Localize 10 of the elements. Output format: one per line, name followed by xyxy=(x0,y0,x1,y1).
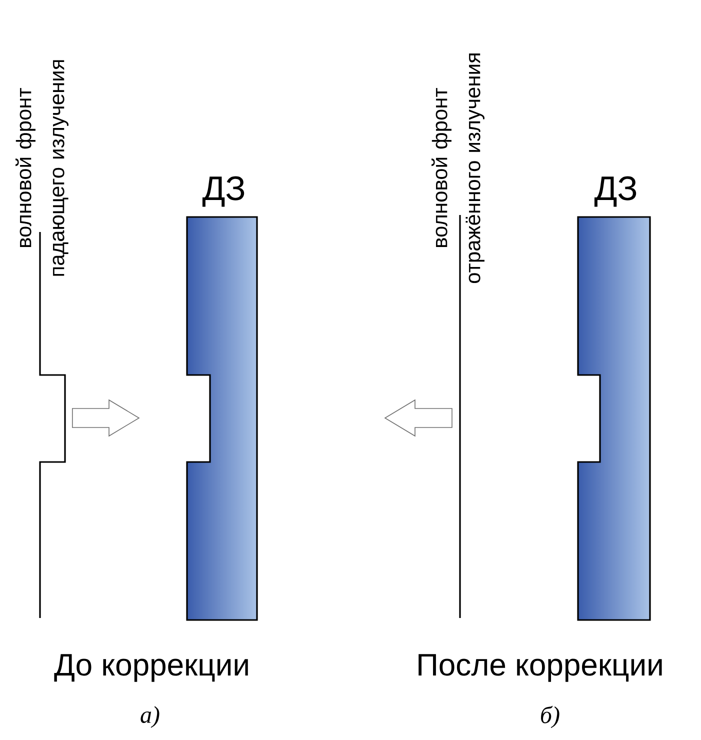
panel-caption: После коррекции xyxy=(418,654,662,682)
mirror-label: ДЗ xyxy=(202,176,244,207)
panel-letter: а) xyxy=(140,706,160,728)
block-arrow xyxy=(384,399,452,437)
wavefront-label: волновой фронт отражённого излучения xyxy=(432,54,484,284)
mirror-label: ДЗ xyxy=(594,176,636,207)
wavefront-label: волновой фронт падающего излучения xyxy=(16,60,68,276)
block-arrow xyxy=(72,399,140,437)
panel-caption: До коррекции xyxy=(54,654,248,682)
panel-letter: б) xyxy=(541,706,560,728)
